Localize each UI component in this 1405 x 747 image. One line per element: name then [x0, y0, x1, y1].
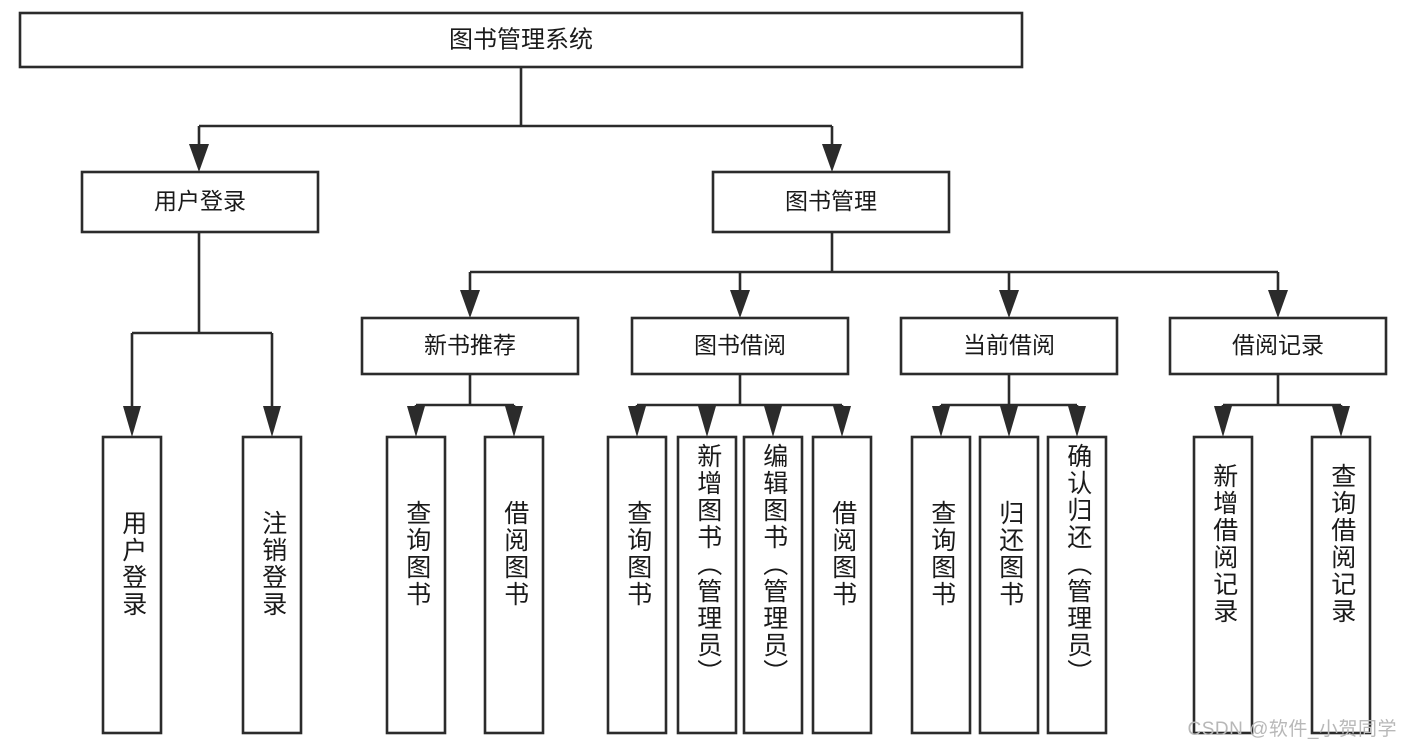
node-book-management[interactable]: 图书管理	[711, 170, 951, 234]
leaf-box-br-add-record[interactable]	[1192, 435, 1254, 735]
leaf-box-bb-edit-book[interactable]	[742, 435, 804, 735]
leaf-box-bb-query-book[interactable]	[606, 435, 668, 735]
node-book-borrow[interactable]: 图书借阅	[630, 316, 850, 376]
arrow-head-book-borrow	[730, 290, 750, 318]
connector-group-borrow-record	[1214, 374, 1350, 437]
node-root[interactable]: 图书管理系统	[18, 11, 1024, 69]
node-root-label: 图书管理系统	[449, 26, 593, 53]
node-book-management-box[interactable]	[711, 170, 951, 234]
arrow-head-new-book	[460, 290, 480, 318]
arrow-head-bb-leaf-1	[628, 406, 646, 437]
node-current-borrow-box[interactable]	[899, 316, 1119, 376]
connector-group-new-book	[407, 374, 523, 437]
node-current-borrow-label: 当前借阅	[963, 332, 1055, 358]
leaf-box-cb-query-book[interactable]	[910, 435, 972, 735]
connector-group-book-borrow	[628, 374, 851, 437]
node-borrow-record-box[interactable]	[1168, 316, 1388, 376]
arrow-head-bb-leaf-4	[833, 406, 851, 437]
arrow-head-cb-leaf-1	[932, 406, 950, 437]
node-current-borrow[interactable]: 当前借阅	[899, 316, 1119, 376]
leaf-box-bb-add-book[interactable]	[676, 435, 738, 735]
arrow-head-borrow-record	[1268, 290, 1288, 318]
leaf-box-nb-borrow-book[interactable]	[483, 435, 545, 735]
arrow-head-user-login	[189, 144, 209, 172]
arrow-head-book-mgmt	[822, 144, 842, 172]
leaf-box-bb-borrow-book[interactable]	[811, 435, 873, 735]
arrow-head-bb-leaf-3	[764, 406, 782, 437]
node-user-login-label: 用户登录	[154, 188, 246, 214]
arrow-head-cb-leaf-2	[1000, 406, 1018, 437]
node-book-borrow-label: 图书借阅	[694, 332, 786, 358]
arrow-head-leaf-logout	[263, 406, 281, 437]
connector-group-user-login	[123, 232, 281, 437]
node-borrow-record[interactable]: 借阅记录	[1168, 316, 1388, 376]
leaf-box-cb-return-book[interactable]	[978, 435, 1040, 735]
connector-group-book-mgmt	[460, 232, 1288, 318]
node-borrow-record-label: 借阅记录	[1232, 332, 1324, 358]
node-new-book-recommend[interactable]: 新书推荐	[360, 316, 580, 376]
arrow-head-leaf-user-login	[123, 406, 141, 437]
leaf-box-nb-query-book[interactable]	[385, 435, 447, 735]
node-user-login-box[interactable]	[80, 170, 320, 234]
node-user-login[interactable]: 用户登录	[80, 170, 320, 234]
arrow-head-bb-leaf-2	[698, 406, 716, 437]
node-book-borrow-box[interactable]	[630, 316, 850, 376]
arrow-head-nb-leaf-1	[407, 406, 425, 437]
arrow-head-nb-leaf-2	[505, 406, 523, 437]
connector-group-current-borrow	[932, 374, 1086, 437]
node-new-book-recommend-label: 新书推荐	[424, 332, 516, 358]
leaf-box-user-login[interactable]	[101, 435, 163, 735]
leaf-box-logout[interactable]	[241, 435, 303, 735]
watermark-label: CSDN @软件_小贺同学	[1187, 719, 1397, 740]
leaf-box-cb-confirm-return[interactable]	[1046, 435, 1108, 735]
connector-group-root	[189, 67, 842, 172]
node-root-box[interactable]	[18, 11, 1024, 69]
arrow-head-br-leaf-1	[1214, 406, 1232, 437]
arrow-head-current-borrow	[999, 290, 1019, 318]
node-new-book-recommend-box[interactable]	[360, 316, 580, 376]
node-book-management-label: 图书管理	[785, 188, 877, 214]
arrow-head-br-leaf-2	[1332, 406, 1350, 437]
leaf-box-br-query-record[interactable]	[1310, 435, 1372, 735]
arrow-head-cb-leaf-3	[1068, 406, 1086, 437]
